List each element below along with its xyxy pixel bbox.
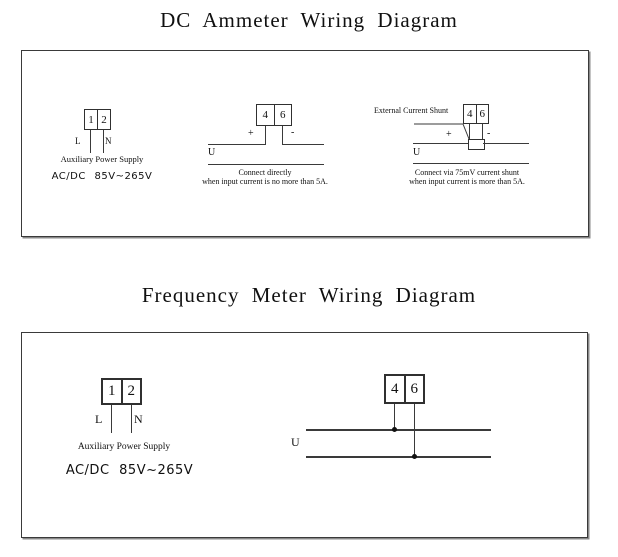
fm-power-terminal-block: 1 2 — [101, 378, 142, 405]
direct-caption-line1: Connect directly — [238, 168, 292, 177]
shunt-line-bottom — [413, 163, 529, 164]
direct-line-right — [282, 144, 324, 145]
shunt-caption-line1: Connect via 75mV current shunt — [414, 168, 520, 177]
terminal-4: 4 — [256, 104, 275, 126]
direct-wire-minus — [282, 126, 283, 145]
fm-input-terminal-block: 4 6 — [384, 374, 425, 404]
frequency-meter-title: Frequency Meter Wiring Diagram — [141, 283, 477, 307]
dc-direct-terminal-block: 4 6 — [256, 104, 292, 126]
terminal-1: 1 — [84, 109, 98, 130]
plus-label: + — [248, 128, 254, 139]
shunt-line-left — [413, 143, 468, 144]
minus-label: - — [291, 127, 295, 138]
terminal-6: 6 — [273, 104, 292, 126]
input-line-bottom — [306, 456, 491, 458]
shunt-leader-line — [414, 123, 470, 140]
input-wire-4 — [394, 404, 395, 430]
power-wire-n — [131, 405, 132, 433]
u-label: U — [413, 147, 421, 158]
dc-ammeter-panel: 1 2 L N Auxiliary Power Supply AC/DC 85V… — [21, 50, 589, 237]
power-caption: Auxiliary Power Supply — [60, 154, 144, 164]
label-l: L — [95, 412, 103, 426]
direct-caption-line2: when input current is no more than 5A. — [202, 177, 328, 186]
dc-ammeter-title: DC Ammeter Wiring Diagram — [160, 8, 458, 32]
direct-line-left — [208, 144, 266, 145]
junction-dot — [392, 427, 397, 432]
external-shunt-label: External Current Shunt — [374, 106, 449, 115]
direct-wire-plus — [265, 126, 266, 145]
power-rating: AC/DC 85V~265V — [51, 171, 153, 182]
dc-power-terminal-block: 1 2 — [84, 109, 111, 130]
dc-shunt-terminal-block: 4 6 — [463, 104, 489, 124]
shunt-wire-minus — [482, 124, 483, 139]
label-n: N — [105, 136, 112, 146]
shunt-box — [468, 139, 485, 150]
direct-line-bottom — [208, 164, 324, 165]
label-n: N — [134, 412, 143, 426]
input-line-top — [306, 429, 491, 431]
minus-label: - — [487, 128, 491, 139]
power-caption: Auxiliary Power Supply — [77, 442, 171, 452]
shunt-line-right — [483, 143, 529, 144]
terminal-2: 2 — [120, 378, 142, 405]
junction-dot — [412, 454, 417, 459]
terminal-4: 4 — [384, 374, 406, 404]
power-wire-l — [111, 405, 112, 433]
plus-label: + — [446, 129, 452, 140]
shunt-caption-line2: when input current is more than 5A. — [409, 177, 525, 186]
u-label: U — [291, 435, 300, 449]
terminal-6: 6 — [475, 104, 489, 124]
power-wire-n — [103, 130, 104, 153]
shunt-wire-plus — [469, 124, 470, 139]
terminal-1: 1 — [101, 378, 123, 405]
terminal-4: 4 — [463, 104, 477, 124]
power-rating: AC/DC 85V~265V — [65, 463, 194, 478]
terminal-6: 6 — [403, 374, 425, 404]
power-wire-l — [90, 130, 91, 153]
label-l: L — [75, 136, 81, 146]
frequency-meter-panel: 1 2 L N Auxiliary Power Supply AC/DC 85V… — [21, 332, 588, 538]
terminal-2: 2 — [97, 109, 111, 130]
u-label: U — [208, 147, 216, 158]
